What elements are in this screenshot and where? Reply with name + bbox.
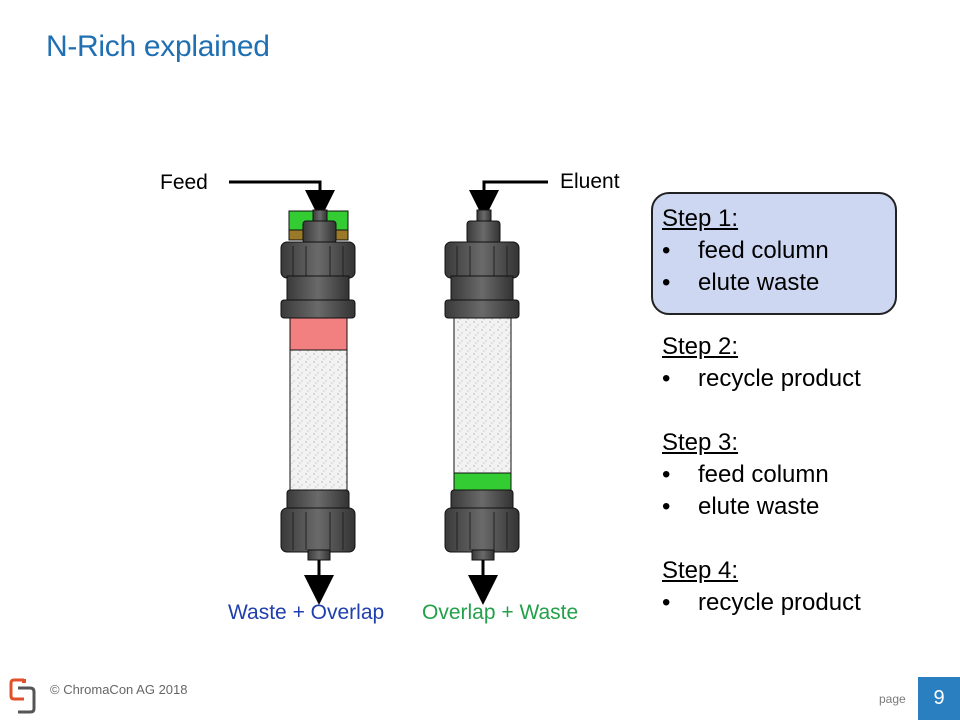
step-heading: Step 4: (662, 557, 739, 584)
bullet: • (662, 589, 671, 616)
overlap-waste-label: Overlap + Waste (422, 601, 579, 624)
list-item: •elute waste (662, 491, 829, 523)
eluent-label: Eluent (560, 170, 620, 193)
feed-arrow (229, 180, 335, 220)
bullet: • (662, 461, 671, 488)
page-title: N-Rich explained (46, 30, 270, 63)
waste-overlap-label: Waste + Overlap (228, 601, 385, 624)
chromacon-logo-icon (9, 678, 36, 714)
list-item: •recycle product (662, 587, 861, 619)
bullet: • (662, 365, 671, 392)
step-3: Step 3: •feed column •elute waste (662, 427, 829, 523)
step-4: Step 4: •recycle product (662, 555, 861, 619)
bullet: • (662, 237, 671, 264)
left-column (280, 209, 356, 605)
step-heading: Step 2: (662, 333, 739, 360)
step-heading: Step 3: (662, 429, 739, 456)
feed-label: Feed (160, 171, 208, 194)
bullet: • (662, 269, 671, 296)
step-2: Step 2: •recycle product (662, 331, 861, 395)
right-column (444, 209, 520, 605)
list-item: •elute waste (662, 267, 829, 299)
list-item: •recycle product (662, 363, 861, 395)
eluent-arrow (469, 180, 548, 220)
step1-highlight-box (651, 192, 897, 315)
list-item: •feed column (662, 235, 829, 267)
step-heading: Step 1: (662, 205, 739, 232)
copyright-text: © ChromaCon AG 2018 (50, 682, 188, 697)
page-number: 9 (918, 677, 960, 720)
step-1: Step 1: •feed column •elute waste (662, 203, 829, 299)
page-label: page (879, 692, 906, 706)
red-band-left (289, 317, 348, 351)
bullet: • (662, 493, 671, 520)
list-item: •feed column (662, 459, 829, 491)
